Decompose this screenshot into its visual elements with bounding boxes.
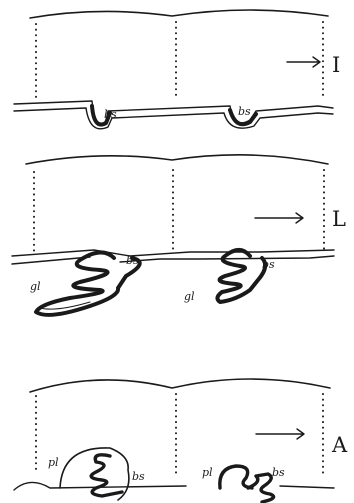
sac-label: bs xyxy=(238,105,251,118)
ventral-wall-upper xyxy=(12,250,334,256)
stage-label: L xyxy=(332,207,346,231)
panel-i: I bs bs xyxy=(14,10,340,129)
stage-label: I xyxy=(332,53,340,77)
plate-label: pl xyxy=(202,466,213,479)
panel-l: L bs bs gl gl xyxy=(12,155,346,315)
ventral-wall-lower xyxy=(14,108,333,129)
gland-label: gl xyxy=(30,280,41,293)
dorsal-outline xyxy=(26,155,328,164)
direction-arrow xyxy=(256,429,304,439)
sac-label: bs xyxy=(126,254,139,267)
direction-arrow xyxy=(255,213,303,223)
plate-left-fold xyxy=(91,455,122,496)
plate-right-fold xyxy=(248,474,274,502)
direction-arrow xyxy=(287,57,320,67)
ventral-wall-lower xyxy=(12,256,334,264)
dorsal-outline xyxy=(30,10,328,18)
stage-label: A xyxy=(331,433,348,457)
gland-label: gl xyxy=(184,290,195,303)
sac-label: bs xyxy=(272,466,285,479)
plate-right xyxy=(220,466,252,488)
sac-label: bs xyxy=(132,470,145,483)
ventral-wall xyxy=(14,482,334,490)
sac-label: bs xyxy=(104,108,117,121)
dorsal-outline xyxy=(30,379,330,392)
plate-label: pl xyxy=(48,456,59,469)
sac-label: bs xyxy=(262,258,275,271)
panel-a: A pl pl bs bs xyxy=(14,379,348,502)
ventral-wall-upper xyxy=(14,101,333,124)
